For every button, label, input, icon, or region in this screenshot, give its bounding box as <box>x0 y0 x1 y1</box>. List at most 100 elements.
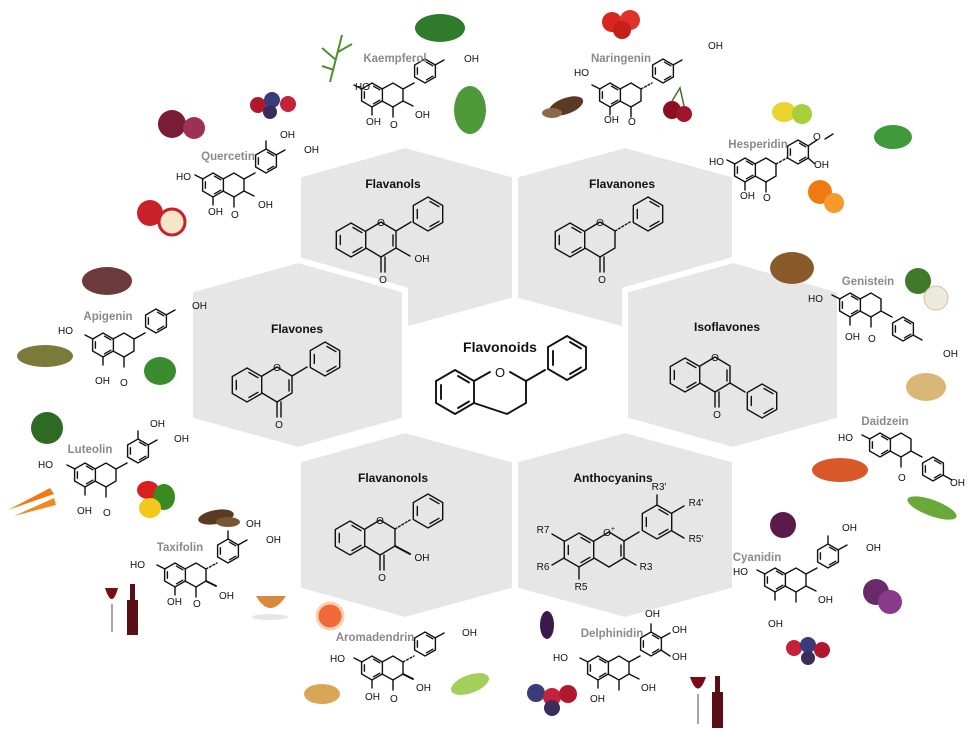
name-apigenin: Apigenin <box>83 311 132 323</box>
svg-text:O: O <box>379 275 387 286</box>
compounds-layer: Kaempferol HO OH OH OH O Naringenin HO O… <box>38 41 965 705</box>
svg-text:HO: HO <box>733 567 748 578</box>
svg-text:OH: OH <box>768 619 783 630</box>
svg-text:OH: OH <box>415 553 430 564</box>
kale-icon <box>454 86 486 134</box>
label-anthocyanins: Anthocyanins <box>573 471 653 485</box>
svg-text:O: O <box>103 508 111 519</box>
svg-text:O: O <box>120 378 128 389</box>
structure-flavanols: O O OH <box>335 196 444 286</box>
svg-text:OH: OH <box>280 130 295 141</box>
soybeans-icon <box>906 373 946 401</box>
svg-text:OH: OH <box>208 207 223 218</box>
plum-icon <box>770 512 796 538</box>
compound-delphinidin <box>579 623 671 691</box>
berries-cyanidin-icon <box>786 637 830 665</box>
svg-text:OH: OH <box>167 597 182 608</box>
name-hesperidin: Hesperidin <box>728 139 787 151</box>
compound-kaempferol <box>353 58 445 118</box>
svg-text:OH: OH <box>192 301 207 312</box>
structure-isoflavones: O O <box>669 353 778 421</box>
svg-text:HO: HO <box>38 460 53 471</box>
center-label: Flavonoids <box>463 339 537 355</box>
svg-text:O: O <box>377 218 385 229</box>
broccoli-cauliflower-icon <box>905 268 949 311</box>
label-flavones: Flavones <box>271 322 323 336</box>
label-flavanonols: Flavanonols <box>358 471 428 485</box>
compound-quercetin <box>194 140 286 208</box>
anthocyanin-r5prime: R5' <box>689 534 704 545</box>
apple-icon <box>137 200 187 237</box>
compound-apigenin <box>84 308 176 368</box>
broccoli-icon <box>31 412 63 444</box>
berries-delphinidin-icon <box>527 684 577 716</box>
spinach-icon <box>415 14 465 42</box>
cocoa-icon <box>542 96 584 118</box>
svg-text:OH: OH <box>416 683 431 694</box>
anthocyanin-r6: R6 <box>537 562 550 573</box>
center-flavan-structure: Flavonoids O <box>435 334 587 416</box>
name-aromadendrin: Aromadendrin <box>336 632 415 644</box>
name-genistein: Genistein <box>842 276 894 288</box>
svg-text:OH: OH <box>845 332 860 343</box>
svg-text:O: O <box>275 420 283 431</box>
svg-text:OH: OH <box>590 694 605 705</box>
svg-text:OH: OH <box>672 652 687 663</box>
label-flavanols: Flavanols <box>365 177 421 191</box>
svg-text:OH: OH <box>943 349 958 360</box>
svg-text:OH: OH <box>219 591 234 602</box>
svg-text:HO: HO <box>176 172 191 183</box>
svg-text:OH: OH <box>464 54 479 65</box>
hex-anthocyanins <box>512 426 738 624</box>
svg-text:OH: OH <box>672 625 687 636</box>
name-kaempferol: Kaempferol <box>363 53 426 65</box>
svg-text:OH: OH <box>415 110 430 121</box>
name-delphinidin: Delphinidin <box>581 628 644 640</box>
svg-text:O: O <box>376 516 384 527</box>
red-cabbage-icon <box>863 579 902 614</box>
hex-isoflavones <box>622 256 843 454</box>
anthocyanin-r3prime: R3' <box>652 482 667 493</box>
label-isoflavones: Isoflavones <box>694 320 760 334</box>
svg-text:OH: OH <box>266 535 281 546</box>
lemon-icon <box>772 102 812 124</box>
compound-genistein <box>831 292 923 342</box>
svg-text:O: O <box>231 210 239 221</box>
svg-text:HO: HO <box>330 654 345 665</box>
lentils-icon <box>812 458 868 482</box>
svg-text:O: O <box>763 193 771 204</box>
structure-flavanones: O O <box>554 196 664 286</box>
red-wine-icon <box>105 584 138 635</box>
svg-text:O: O <box>713 410 721 421</box>
tomato-icon <box>602 10 640 39</box>
anthocyanin-r4prime: R4' <box>689 498 704 509</box>
name-naringenin: Naringenin <box>591 53 651 65</box>
name-daidzein: Daidzein <box>861 416 908 428</box>
anthocyanin-r7: R7 <box>537 525 550 536</box>
anthocyanin-r5: R5 <box>575 582 588 593</box>
svg-text:O: O <box>273 363 281 374</box>
structure-flavones: O O <box>231 341 341 431</box>
svg-text:OH: OH <box>950 478 965 489</box>
name-luteolin: Luteolin <box>68 444 113 456</box>
label-flavanones: Flavanones <box>589 177 655 191</box>
nuts-icon <box>770 252 814 284</box>
parsley-icon <box>144 357 176 385</box>
svg-text:OH: OH <box>842 523 857 534</box>
svg-text:O+: O+ <box>603 526 615 539</box>
celery-icon <box>450 673 490 695</box>
svg-text:O: O <box>596 218 604 229</box>
svg-text:OH: OH <box>77 506 92 517</box>
ginger-icon <box>304 684 340 704</box>
svg-text:O: O <box>813 132 821 143</box>
svg-text:OH: OH <box>366 117 381 128</box>
peas-icon <box>907 496 957 520</box>
dried-herbs-icon <box>17 345 73 367</box>
svg-text:OH: OH <box>365 692 380 703</box>
svg-text:HO: HO <box>130 560 145 571</box>
compound-luteolin <box>66 430 158 498</box>
svg-text:OH: OH <box>246 519 261 530</box>
svg-text:O: O <box>390 694 398 705</box>
dill-icon <box>321 34 353 83</box>
food-illustrations <box>8 10 957 728</box>
